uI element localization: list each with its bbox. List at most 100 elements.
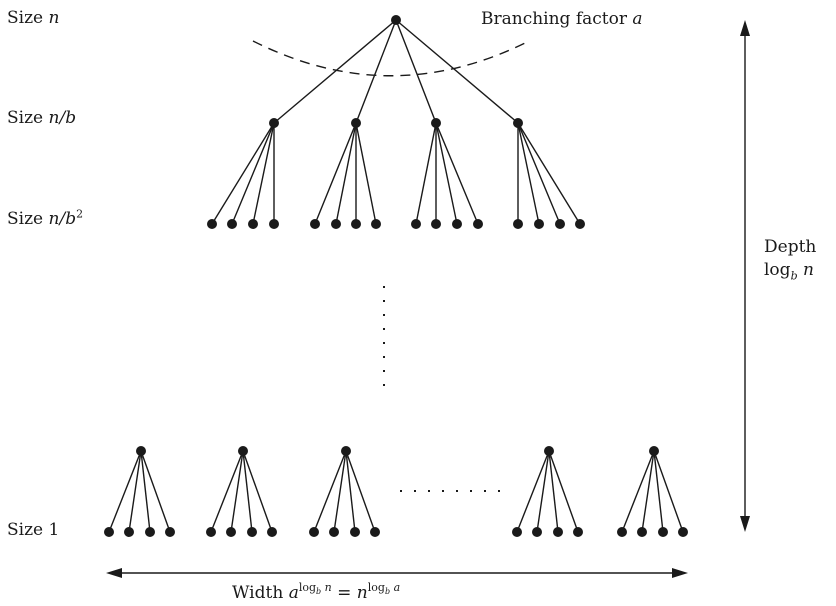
edge-bottom-subtree	[345, 450, 376, 533]
level-label-size-n-over-b: Size n/b	[7, 110, 76, 127]
level2-node	[207, 219, 217, 229]
depth-text: Depth	[764, 237, 817, 257]
width-lhs-base: a	[288, 583, 299, 603]
arrow-right-head	[672, 568, 688, 578]
leaf-node	[329, 527, 339, 537]
tree-edges	[108, 19, 684, 533]
edge-bottom-subtree	[653, 450, 684, 533]
level2-node	[227, 219, 237, 229]
edge-root-to-child	[273, 19, 397, 124]
edge-level1-to-level2	[211, 122, 275, 225]
edge-level1-to-level2	[335, 122, 357, 225]
leaf-node	[553, 527, 563, 537]
width-rhs-base: n	[356, 583, 368, 603]
horizontal-dot	[484, 490, 486, 492]
edge-level1-to-level2	[355, 122, 377, 225]
exp-log-base: b	[384, 587, 391, 597]
leaf-node	[370, 527, 380, 537]
horizontal-dot	[498, 490, 500, 492]
level-label-size-n-over-b-squared: Size n/b2	[7, 208, 83, 229]
leaf-node	[145, 527, 155, 537]
leaf-node	[124, 527, 134, 537]
level2-node	[371, 219, 381, 229]
branching-symbol: a	[632, 9, 643, 29]
level1-node	[431, 118, 441, 128]
leaf-node	[678, 527, 688, 537]
edge-root-to-child	[355, 19, 397, 124]
label-prefix: Size	[7, 108, 44, 128]
label-value: 1	[48, 520, 60, 540]
depth-formula: logb n	[764, 260, 814, 282]
edge-bottom-subtree	[536, 450, 550, 533]
horizontal-dot	[428, 490, 430, 492]
edge-level1-to-level2	[517, 122, 561, 225]
edge-bottom-subtree	[128, 450, 142, 533]
edge-level1-to-level2	[435, 122, 479, 225]
label-math: n	[48, 8, 60, 28]
leaf-node	[309, 527, 319, 537]
level2-node	[331, 219, 341, 229]
label-math: n/b	[48, 209, 77, 229]
edge-bottom-subtree	[140, 450, 151, 533]
edge-bottom-subtree	[548, 450, 579, 533]
leaf-node	[104, 527, 114, 537]
branching-factor-label: Branching factor a	[481, 11, 643, 28]
bottom-subtree-root	[544, 446, 554, 456]
level2-node	[452, 219, 462, 229]
width-arrow	[106, 568, 688, 578]
edge-bottom-subtree	[242, 450, 253, 533]
exp-log-arg: a	[393, 581, 401, 595]
edge-bottom-subtree	[548, 450, 559, 533]
bottom-subtree-root	[238, 446, 248, 456]
edge-level1-to-level2	[517, 122, 581, 225]
leaf-node	[573, 527, 583, 537]
exp-log: log	[367, 581, 385, 595]
leaf-node	[350, 527, 360, 537]
level2-node	[351, 219, 361, 229]
edge-bottom-subtree	[653, 450, 664, 533]
exp-log-arg: n	[324, 581, 332, 595]
edge-level1-to-level2	[517, 122, 540, 225]
leaf-node	[532, 527, 542, 537]
edge-level1-to-level2	[314, 122, 357, 225]
edge-bottom-subtree	[108, 450, 142, 533]
leaf-node	[165, 527, 175, 537]
label-prefix: Size	[7, 8, 44, 28]
leaf-node	[247, 527, 257, 537]
level2-node	[513, 219, 523, 229]
leaf-node	[512, 527, 522, 537]
log-text: log	[764, 260, 791, 280]
equals-sign: =	[337, 583, 352, 603]
level2-node	[431, 219, 441, 229]
level1-node	[513, 118, 523, 128]
depth-label: Depth	[764, 239, 816, 256]
horizontal-dot	[414, 490, 416, 492]
horizontal-ellipsis	[400, 490, 500, 492]
leaf-node	[658, 527, 668, 537]
vertical-dot	[383, 342, 385, 344]
edge-bottom-subtree	[242, 450, 273, 533]
bottom-subtree-root	[341, 446, 351, 456]
log-arg: n	[803, 260, 814, 280]
vertical-ellipsis	[383, 286, 385, 386]
arrow-left-head	[106, 568, 122, 578]
level2-node	[575, 219, 585, 229]
edge-bottom-subtree	[230, 450, 244, 533]
width-text: Width	[232, 583, 284, 603]
vertical-dot	[383, 384, 385, 386]
level-label-size-n: Size n	[7, 10, 59, 27]
leaf-node	[206, 527, 216, 537]
tree-nodes	[104, 15, 688, 537]
depth-arrow	[740, 20, 750, 532]
vertical-dot	[383, 328, 385, 330]
leaf-node	[637, 527, 647, 537]
label-prefix: Size	[7, 209, 44, 229]
label-math: n/b	[48, 108, 77, 128]
edge-level1-to-level2	[231, 122, 275, 225]
bottom-subtree-root	[136, 446, 146, 456]
level1-node	[351, 118, 361, 128]
edge-level1-to-level2	[435, 122, 458, 225]
branching-text: Branching factor	[481, 9, 627, 29]
leaf-node	[267, 527, 277, 537]
